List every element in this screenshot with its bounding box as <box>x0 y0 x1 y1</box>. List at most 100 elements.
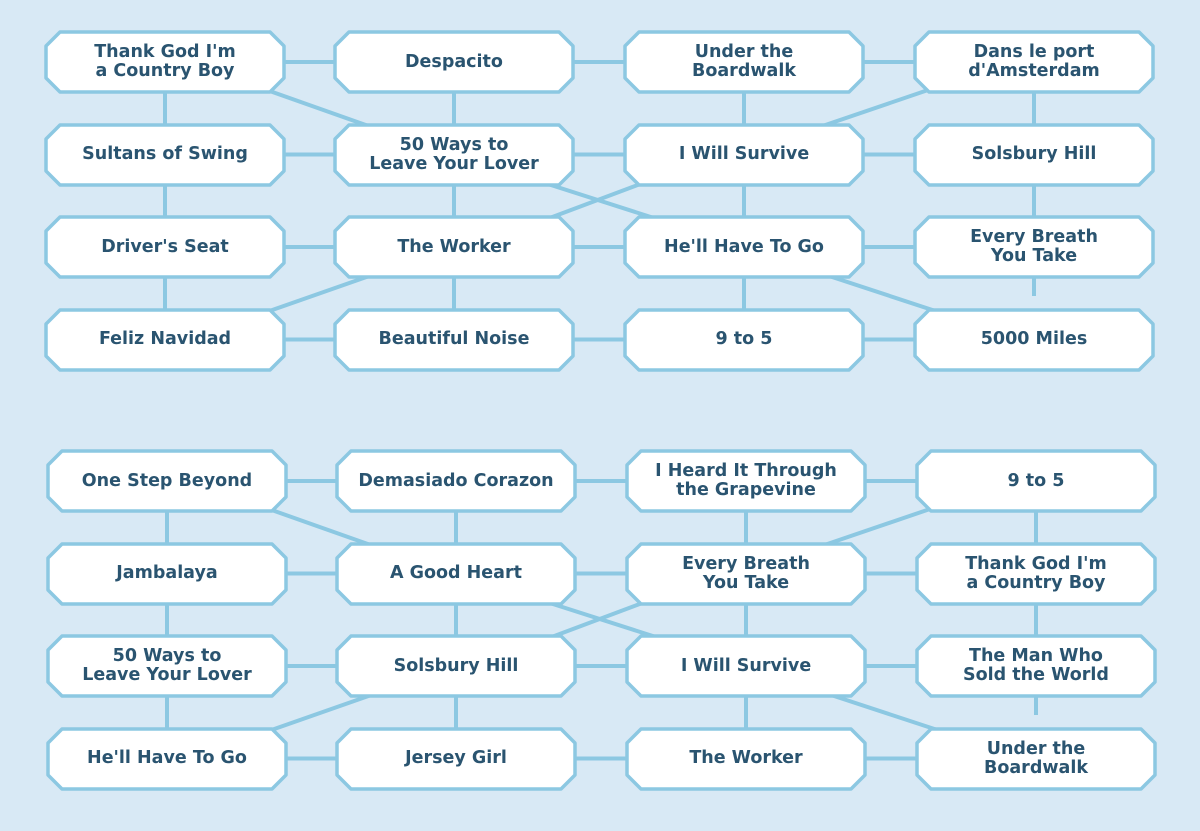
song-title: He'll Have To Go <box>87 748 247 768</box>
grid2-link-d-2 <box>822 506 934 548</box>
grid1-link-d-4 <box>546 179 648 221</box>
grid2-link-d-1 <box>265 506 373 548</box>
octagon-outline <box>623 122 865 187</box>
octagon-outline <box>915 634 1157 698</box>
song-box: The Worker <box>333 215 575 279</box>
octagon-outline <box>335 634 577 698</box>
song-title: Driver's Seat <box>101 236 229 257</box>
octagon-outline <box>44 30 286 94</box>
song-box: Under the Boardwalk <box>623 30 865 94</box>
song-title: The Worker <box>397 236 511 257</box>
octagon-outline <box>46 449 288 513</box>
octagon-shape <box>335 634 577 698</box>
grid1-link-d-1 <box>263 87 371 129</box>
octagon-shape <box>915 541 1157 606</box>
song-title: Solsbury Hill <box>971 144 1097 164</box>
octagon-outline <box>625 449 867 513</box>
octagon-shape <box>333 30 575 94</box>
octagon-shape <box>623 307 865 372</box>
grid1-link-d-6 <box>822 272 938 314</box>
octagon-shape <box>625 726 867 791</box>
grid2-link-d-4 <box>548 598 650 640</box>
octagon-outline <box>915 541 1157 606</box>
song-title: I Will Survive <box>680 655 812 676</box>
octagon-shape <box>335 449 577 513</box>
song-box: I Will Survive <box>623 122 865 187</box>
octagon-shape <box>625 449 867 513</box>
song-box: One Step Beyond <box>46 449 288 513</box>
octagon-outline <box>913 122 1155 187</box>
octagon-shape <box>333 215 575 279</box>
octagon-shape <box>915 449 1157 513</box>
song-title: Beautiful Noise <box>378 329 530 349</box>
song-title: 9 to 5 <box>1007 470 1065 491</box>
octagon-outline <box>46 541 288 606</box>
song-box: He'll Have To Go <box>46 726 288 791</box>
song-box: Solsbury Hill <box>335 634 577 698</box>
song-title: One Step Beyond <box>81 470 253 491</box>
octagon-shape <box>913 30 1155 94</box>
song-box: Demasiado Corazon <box>335 449 577 513</box>
octagon-outline <box>913 215 1155 279</box>
octagon-shape <box>44 30 286 94</box>
octagon-shape <box>913 122 1155 187</box>
song-title: Solsbury Hill <box>393 655 519 676</box>
octagon-outline <box>625 634 867 698</box>
grid1-link-d-2 <box>820 87 932 129</box>
grid2-link-d-5 <box>269 691 378 733</box>
song-box: Beautiful Noise <box>333 307 575 372</box>
octagon-outline <box>913 30 1155 94</box>
octagon-shape <box>625 541 867 606</box>
song-title: I Will Survive <box>678 144 810 164</box>
octagon-shape <box>46 634 288 698</box>
song-box: Jambalaya <box>46 541 288 606</box>
song-title: 9 to 5 <box>715 329 773 349</box>
octagon-shape <box>625 634 867 698</box>
song-title: A Good Heart <box>390 563 522 583</box>
song-box: Despacito <box>333 30 575 94</box>
octagon-shape <box>333 122 575 187</box>
octagon-shape <box>46 541 288 606</box>
octagon-shape <box>915 634 1157 698</box>
octagon-shape <box>915 726 1157 791</box>
octagon-outline <box>335 541 577 606</box>
octagon-outline <box>333 215 575 279</box>
song-title: Sultans of Swing <box>82 144 248 164</box>
octagon-outline <box>46 634 288 698</box>
octagon-outline <box>335 726 577 791</box>
song-box: Driver's Seat <box>44 215 286 279</box>
song-box: Jersey Girl <box>335 726 577 791</box>
song-box: 9 to 5 <box>623 307 865 372</box>
octagon-outline <box>623 307 865 372</box>
song-box: He'll Have To Go <box>623 215 865 279</box>
octagon-outline <box>625 726 867 791</box>
song-title: The Worker <box>689 748 803 768</box>
octagon-outline <box>915 726 1157 791</box>
octagon-shape <box>44 122 286 187</box>
octagon-shape <box>335 541 577 606</box>
octagon-outline <box>46 726 288 791</box>
octagon-outline <box>625 541 867 606</box>
song-box: The Worker <box>625 726 867 791</box>
octagon-shape <box>623 215 865 279</box>
song-title: Under the Boardwalk <box>692 42 796 81</box>
song-title: Feliz Navidad <box>98 329 232 349</box>
song-box: A Good Heart <box>335 541 577 606</box>
octagon-shape <box>623 30 865 94</box>
octagon-outline <box>44 215 286 279</box>
octagon-outline <box>44 307 286 372</box>
octagon-outline <box>623 215 865 279</box>
